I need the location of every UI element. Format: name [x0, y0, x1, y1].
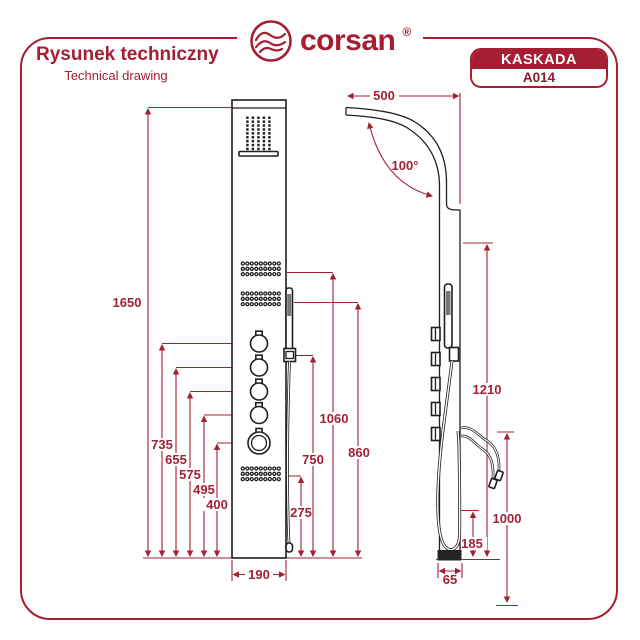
dim-panel-width: 190: [231, 560, 287, 582]
wave-logo-icon: [250, 20, 292, 62]
dim-label: 1000: [493, 511, 522, 526]
hand-shower-side: [436, 283, 462, 551]
bracket-profile: [448, 346, 460, 362]
knob-profiles: [430, 326, 441, 442]
header-titles: Rysunek techniczny Technical drawing: [36, 44, 219, 83]
dim-label: 1650: [113, 295, 142, 310]
dim-upper-jets: 1060: [287, 271, 352, 557]
logo-wordmark: corsan: [300, 24, 396, 57]
dim-label: 750: [302, 452, 324, 467]
model-badge: KASKADA A014: [470, 48, 608, 88]
dim-hand-shower-bracket: 750: [296, 354, 327, 557]
dim-hose-clearance: 185: [459, 509, 487, 557]
side-dimensions: 500 100° 1210 1000: [347, 88, 525, 607]
dim-label: 190: [248, 567, 270, 582]
dim-label: 100°: [392, 158, 419, 173]
dim-mixer-4: 495: [191, 414, 250, 557]
dim-panel-depth: 65: [437, 563, 463, 587]
dim-total-height: 1650: [113, 106, 231, 557]
dim-label: 185: [461, 536, 483, 551]
dim-arm-angle: 100°: [367, 122, 433, 198]
base-block: [437, 550, 462, 561]
mixer-knobs: [247, 330, 271, 455]
dim-label: 575: [179, 467, 201, 482]
dim-label: 1210: [473, 382, 502, 397]
handle-grip: [287, 294, 292, 316]
supply-hoses: [460, 426, 504, 490]
handle-grip-profile: [446, 291, 451, 315]
dim-lower-jets: 275: [278, 475, 315, 557]
arm-inner-curve: [345, 114, 441, 211]
hand-shower-front: [283, 287, 297, 553]
dim-label: 860: [348, 445, 370, 460]
page-title: Rysunek techniczny: [36, 44, 219, 65]
front-view: [231, 99, 297, 559]
dim-label: 500: [373, 88, 395, 103]
dim-mixer-top: 735: [149, 342, 250, 557]
page-subtitle: Technical drawing: [64, 68, 168, 83]
model-code: A014: [522, 70, 556, 85]
body-back-edge: [445, 203, 461, 550]
brand-logo: corsan ®: [237, 14, 424, 68]
dim-label: 655: [165, 452, 187, 467]
model-name: KASKADA: [472, 50, 606, 69]
dim-mid-jets: 860: [294, 301, 373, 557]
dim-diverter: 400: [203, 442, 247, 557]
registered-mark: ®: [402, 25, 412, 39]
shower-bracket: [283, 347, 297, 363]
dim-label: 65: [443, 572, 457, 587]
arm-outer-curve: [345, 106, 448, 204]
dim-label: 275: [290, 505, 312, 520]
knob-3: [249, 382, 269, 401]
rain-shower-head: [238, 116, 279, 157]
head-lower-edge: [238, 150, 279, 157]
hose-fitting-2: [488, 477, 498, 490]
dim-mixer-3: 575: [177, 390, 250, 557]
dim-label: 495: [193, 482, 215, 497]
side-view: [345, 106, 504, 561]
front-dimensions: 1650 735 655 575: [113, 106, 373, 582]
dim-label: 1060: [320, 411, 349, 426]
knob-1: [249, 334, 269, 353]
hose-end: [285, 542, 294, 553]
panel-outline: [231, 99, 287, 559]
knob-2: [249, 358, 269, 377]
dim-shower-head-height: 1210: [463, 242, 505, 557]
dim-connection-height: 1000: [489, 431, 525, 607]
dim-label: 400: [206, 497, 228, 512]
dim-label: 735: [151, 437, 173, 452]
knob-4: [249, 405, 269, 425]
dim-arm-reach: 500: [347, 88, 461, 204]
